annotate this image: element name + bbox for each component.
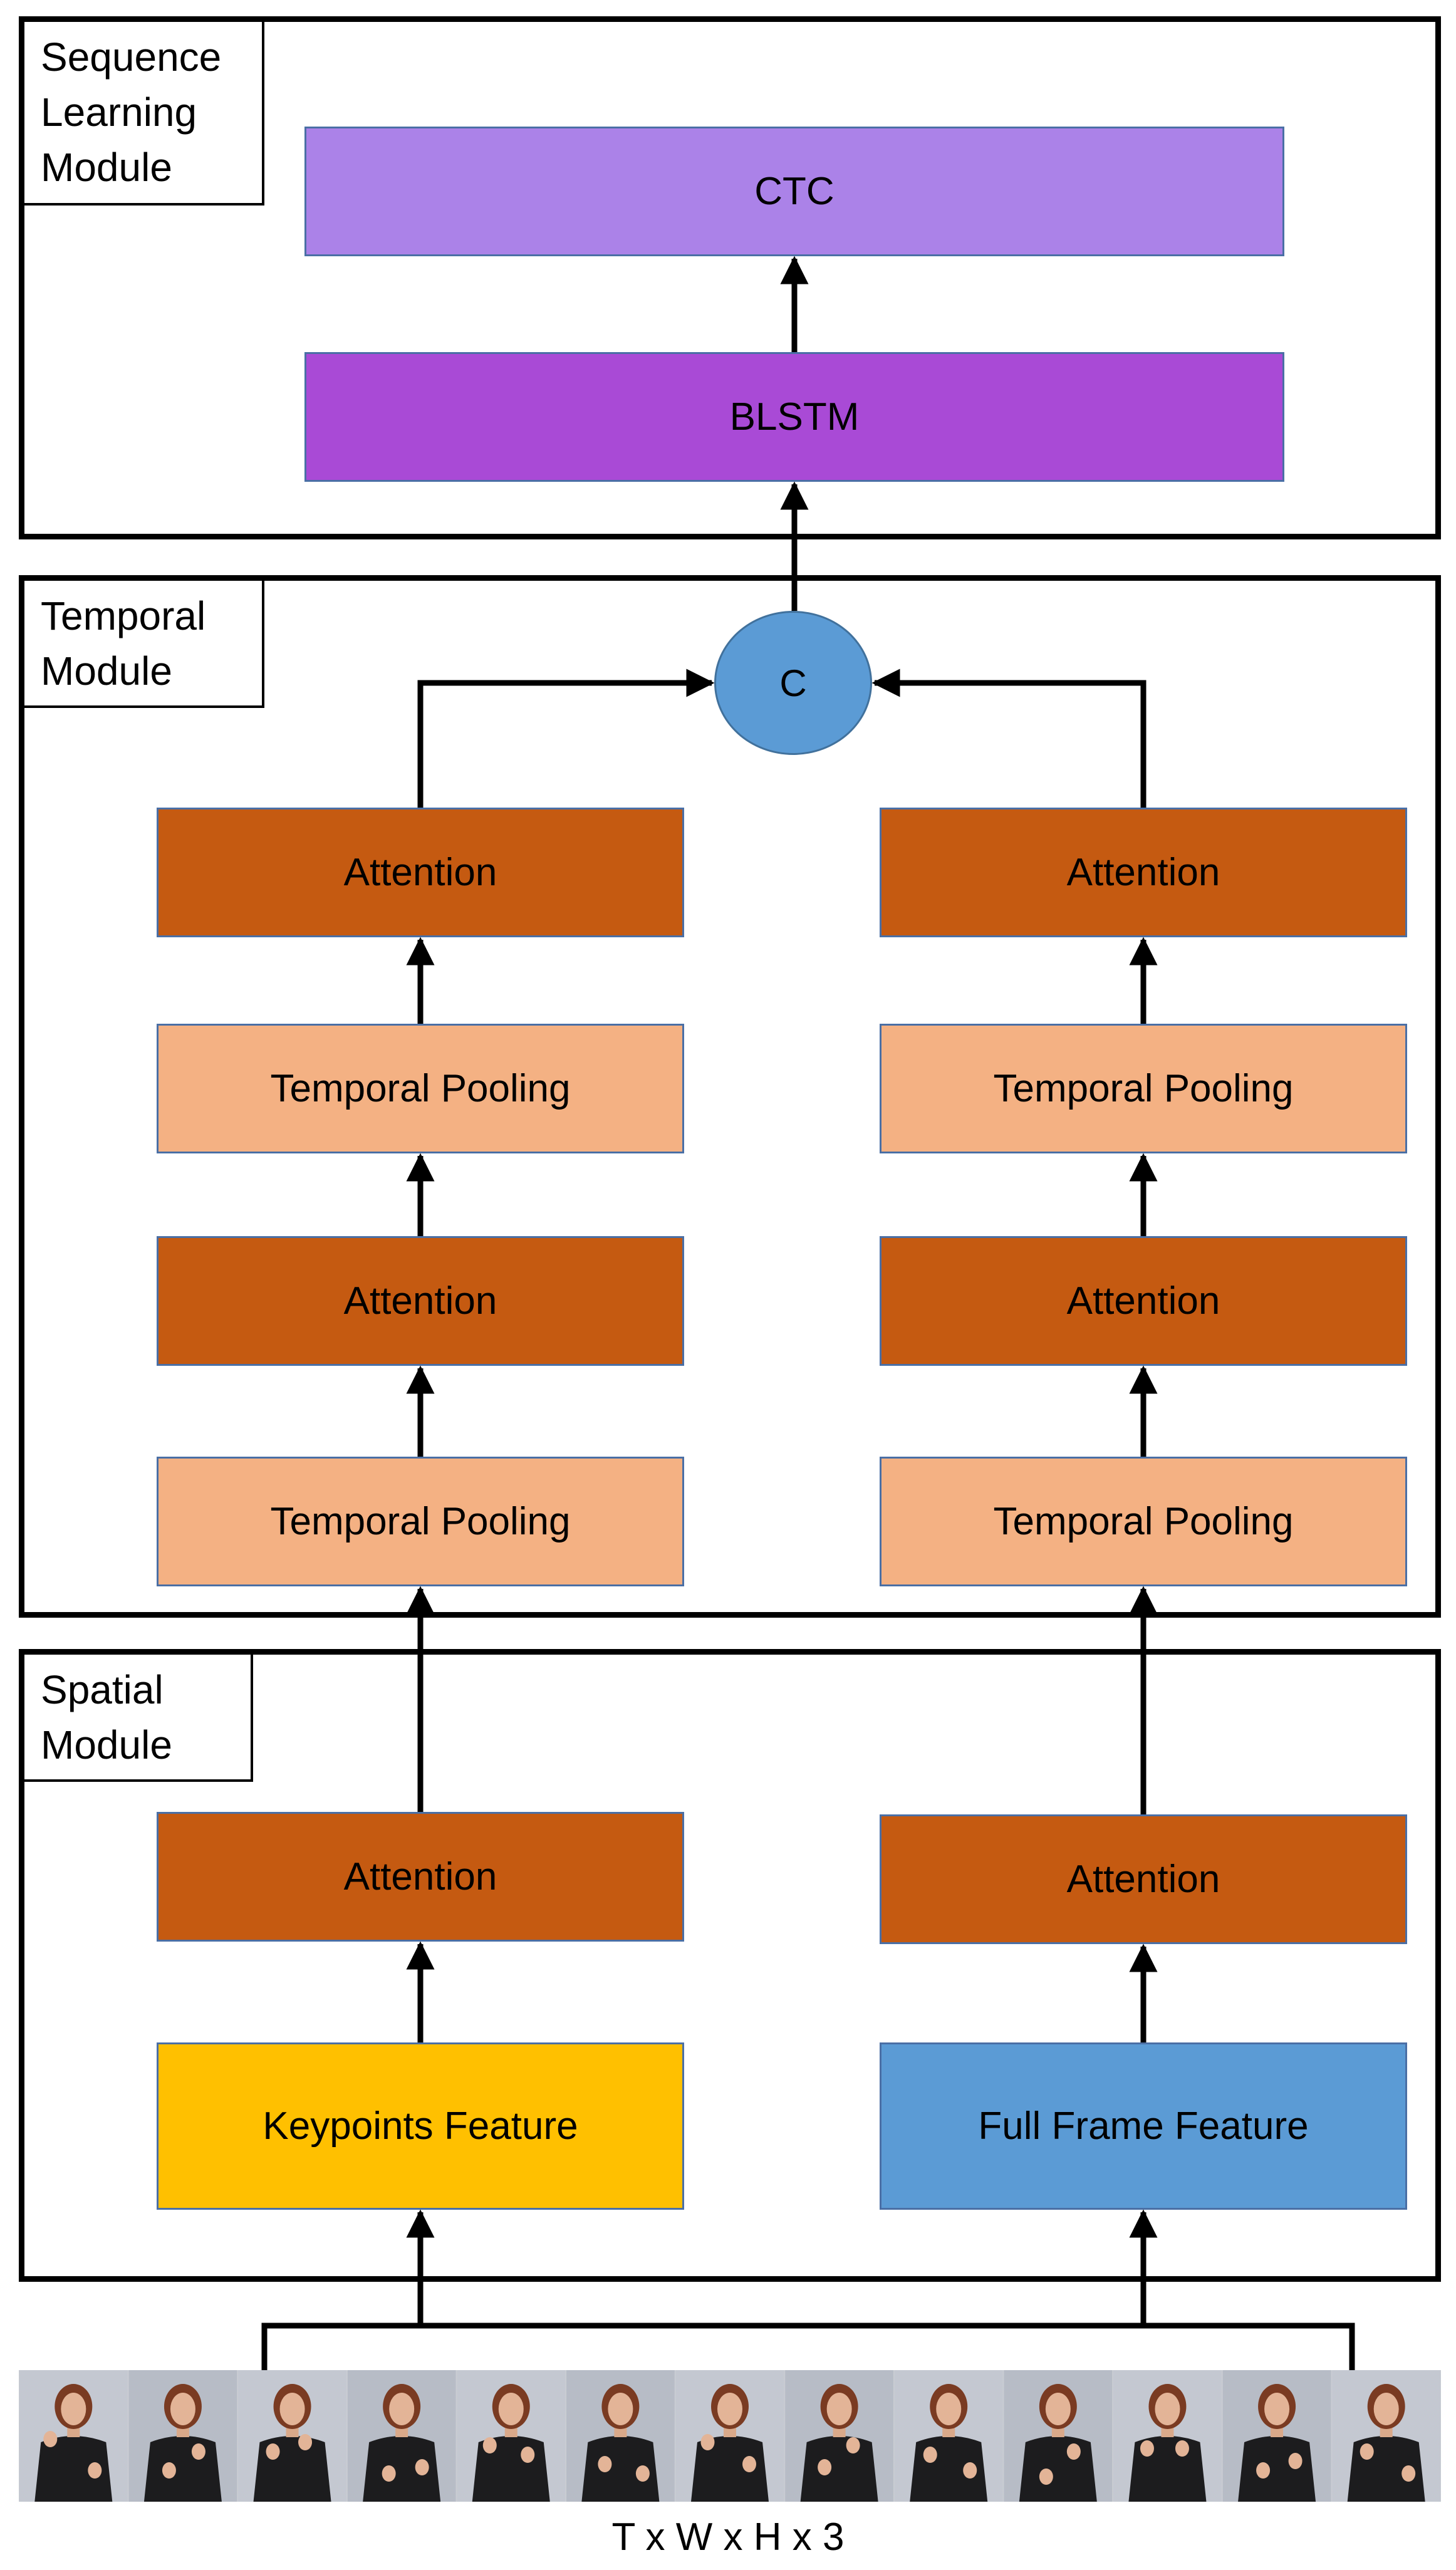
full-frame-feature-label: Full Frame Feature [978, 2104, 1309, 2148]
frame-strip-svg [19, 2370, 1440, 2502]
arrow-left-to-concat [417, 669, 715, 808]
left-attention-top-label: Attention [343, 851, 497, 894]
concat-node: C [714, 611, 872, 755]
spatial-module-label: Spatial Module [24, 1655, 253, 1782]
ctc-block: CTC [304, 127, 1284, 256]
keypoints-feature-block: Keypoints Feature [157, 2042, 684, 2210]
right-temporal-pooling-top: Temporal Pooling [880, 1024, 1407, 1153]
left-attention-spatial-label: Attention [343, 1855, 497, 1898]
right-temporal-pooling-top-label: Temporal Pooling [993, 1067, 1294, 1110]
input-shape-caption: T x W x H x 3 [611, 2515, 845, 2559]
blstm-block: BLSTM [304, 352, 1284, 482]
right-attention-top: Attention [880, 808, 1407, 937]
right-attention-mid-label: Attention [1066, 1279, 1220, 1323]
right-attention-mid: Attention [880, 1236, 1407, 1366]
right-temporal-pooling-bottom: Temporal Pooling [880, 1457, 1407, 1586]
ctc-label: CTC [754, 170, 835, 213]
input-frame-strip [19, 2370, 1441, 2502]
left-temporal-pooling-top: Temporal Pooling [157, 1024, 684, 1153]
left-temporal-pooling-top-label: Temporal Pooling [270, 1067, 571, 1110]
video-frame [347, 2370, 456, 2502]
left-attention-spatial: Attention [157, 1812, 684, 1942]
video-frame [19, 2370, 128, 2502]
full-frame-feature-block: Full Frame Feature [880, 2042, 1407, 2210]
video-frame [1332, 2370, 1440, 2502]
video-frame [675, 2370, 784, 2502]
video-frame [785, 2370, 893, 2502]
concat-label: C [779, 662, 807, 704]
video-frame [894, 2370, 1003, 2502]
arrow-right-to-concat [871, 669, 1147, 808]
input-bracket [261, 2323, 1355, 2371]
video-frame [128, 2370, 237, 2502]
left-temporal-pooling-bottom: Temporal Pooling [157, 1457, 684, 1586]
video-frame [1222, 2370, 1331, 2502]
video-frame [238, 2370, 346, 2502]
video-frame [1113, 2370, 1222, 2502]
right-attention-spatial-label: Attention [1066, 1858, 1220, 1901]
video-frame [457, 2370, 566, 2502]
sequence-learning-module-label: Sequence Learning Module [24, 22, 264, 205]
right-attention-top-label: Attention [1066, 851, 1220, 894]
temporal-module-label: Temporal Module [24, 581, 264, 708]
right-attention-spatial: Attention [880, 1814, 1407, 1944]
blstm-label: BLSTM [729, 395, 860, 439]
right-temporal-pooling-bottom-label: Temporal Pooling [993, 1500, 1294, 1543]
video-frame [1004, 2370, 1113, 2502]
left-attention-top: Attention [157, 808, 684, 937]
video-frame [566, 2370, 675, 2502]
left-temporal-pooling-bottom-label: Temporal Pooling [270, 1500, 571, 1543]
left-attention-mid-label: Attention [343, 1279, 497, 1323]
left-attention-mid: Attention [157, 1236, 684, 1366]
keypoints-feature-label: Keypoints Feature [263, 2104, 578, 2148]
